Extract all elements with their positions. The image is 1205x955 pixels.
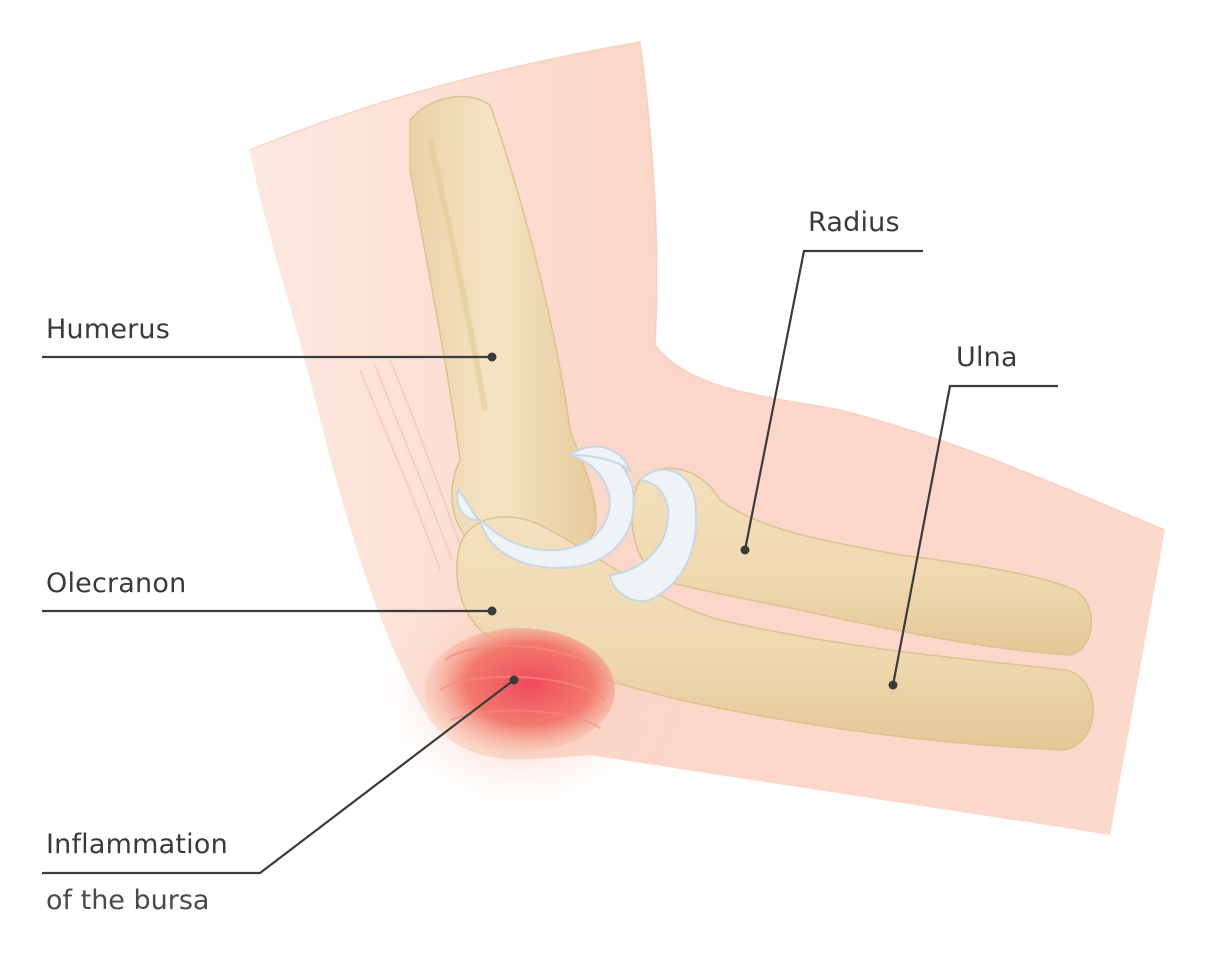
tendon-lines bbox=[359, 359, 463, 571]
joint-cartilage bbox=[456, 445, 698, 602]
radius-leader bbox=[743, 249, 923, 551]
label-ulna: Ulna bbox=[956, 342, 1018, 373]
inflamed-bursa bbox=[425, 628, 615, 752]
label-humerus: Humerus bbox=[46, 314, 171, 345]
label-inflammation: Inflammation bbox=[46, 829, 228, 860]
radius-bone bbox=[631, 467, 1092, 656]
label-inflammation-sub: of the bursa bbox=[46, 885, 210, 916]
ulna-dot bbox=[888, 680, 898, 690]
label-olecranon: Olecranon bbox=[46, 568, 187, 599]
label-radius: Radius bbox=[808, 207, 900, 238]
humerus-bone bbox=[409, 95, 597, 565]
humerus-dot bbox=[487, 352, 497, 362]
olecranon-dot bbox=[487, 606, 497, 616]
inflammation-leader bbox=[42, 679, 515, 875]
ulna-leader bbox=[891, 384, 1058, 686]
inflammation-dot bbox=[509, 675, 519, 685]
radius-dot bbox=[740, 545, 750, 555]
leader-lines bbox=[42, 249, 1058, 875]
